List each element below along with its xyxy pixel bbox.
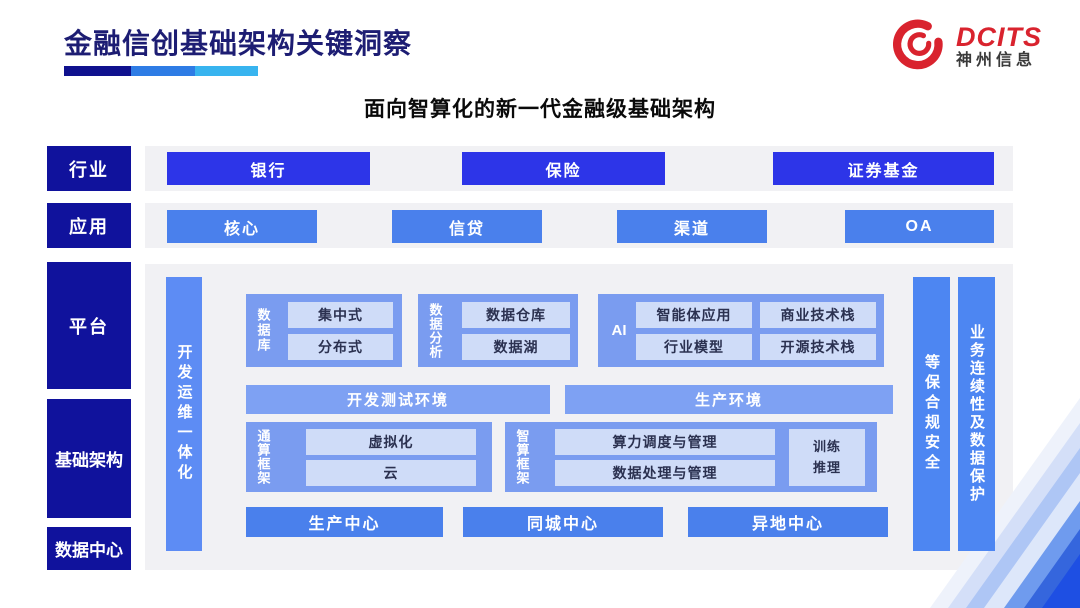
industry-item-bank: 银行: [167, 152, 370, 185]
analytics-item-warehouse: 数据仓库: [462, 302, 570, 328]
ai-compute-label: 智算框架: [514, 429, 530, 485]
center-production: 生产中心: [246, 507, 443, 537]
app-item-oa: OA: [845, 210, 994, 243]
ai-group-label: AI: [611, 322, 627, 339]
app-item-channel: 渠道: [617, 210, 767, 243]
center-remote: 异地中心: [688, 507, 888, 537]
database-group-label: 数据库: [255, 308, 271, 353]
side-label-datacenter: 数据中心: [47, 527, 131, 570]
ai-item-commercial-stack: 商业技术栈: [760, 302, 876, 328]
title-underline-mid: [131, 66, 195, 76]
general-compute-group: 通算框架 虚拟化 云: [246, 422, 492, 492]
title-underline-dark: [64, 66, 131, 76]
continuity-vertical-bar: 业务连续性及数据保护: [958, 277, 995, 551]
env-production: 生产环境: [565, 385, 893, 414]
title-underline-light: [195, 66, 258, 76]
compute-item-cloud: 云: [306, 460, 476, 486]
side-label-application: 应用: [47, 203, 131, 248]
company-logo: DCITS 神州信息: [890, 16, 1042, 79]
ai-item-agent-apps: 智能体应用: [636, 302, 752, 328]
page-title: 金融信创基础架构关键洞察: [64, 28, 413, 59]
side-label-platform: 平台: [47, 262, 131, 389]
analytics-group-label: 数据分析: [427, 302, 443, 359]
app-item-core: 核心: [167, 210, 317, 243]
ai-group: AI 智能体应用 商业技术栈 行业模型 开源技术栈: [598, 294, 884, 367]
general-compute-label: 通算框架: [255, 429, 271, 485]
logo-company-text: 神州信息: [956, 52, 1037, 70]
env-dev-test: 开发测试环境: [246, 385, 550, 414]
industry-item-insurance: 保险: [462, 152, 665, 185]
ai-item-industry-model: 行业模型: [636, 334, 752, 360]
center-same-city: 同城中心: [463, 507, 663, 537]
dcits-swirl-icon: [890, 16, 948, 79]
ai-item-open-source-stack: 开源技术栈: [760, 334, 876, 360]
side-label-infrastructure: 基础架构: [47, 399, 131, 518]
analytics-item-lake: 数据湖: [462, 334, 570, 360]
compute-item-virtualization: 虚拟化: [306, 429, 476, 455]
ai-compute-group: 智算框架 算力调度与管理 数据处理与管理 训练 推理: [505, 422, 877, 492]
database-group: 数据库 集中式 分布式: [246, 294, 402, 367]
analytics-group: 数据分析 数据仓库 数据湖: [418, 294, 578, 367]
industry-item-securities: 证券基金: [773, 152, 994, 185]
side-label-industry: 行业: [47, 146, 131, 191]
ai-compute-item-train-infer: 训练 推理: [789, 429, 865, 486]
diagram-title: 面向智算化的新一代金融级基础架构: [364, 98, 716, 121]
security-vertical-bar: 等保合规安全: [913, 277, 950, 551]
app-item-credit: 信贷: [392, 210, 542, 243]
database-item-centralized: 集中式: [288, 302, 393, 328]
infer-line: 推理: [812, 459, 841, 475]
ai-compute-item-dataproc: 数据处理与管理: [555, 460, 775, 486]
database-item-distributed: 分布式: [288, 334, 393, 360]
devops-vertical-bar: 开发运维一体化: [166, 277, 202, 551]
train-line: 训练: [812, 438, 841, 454]
ai-compute-item-scheduling: 算力调度与管理: [555, 429, 775, 455]
logo-brand-text: DCITS: [956, 22, 1042, 53]
